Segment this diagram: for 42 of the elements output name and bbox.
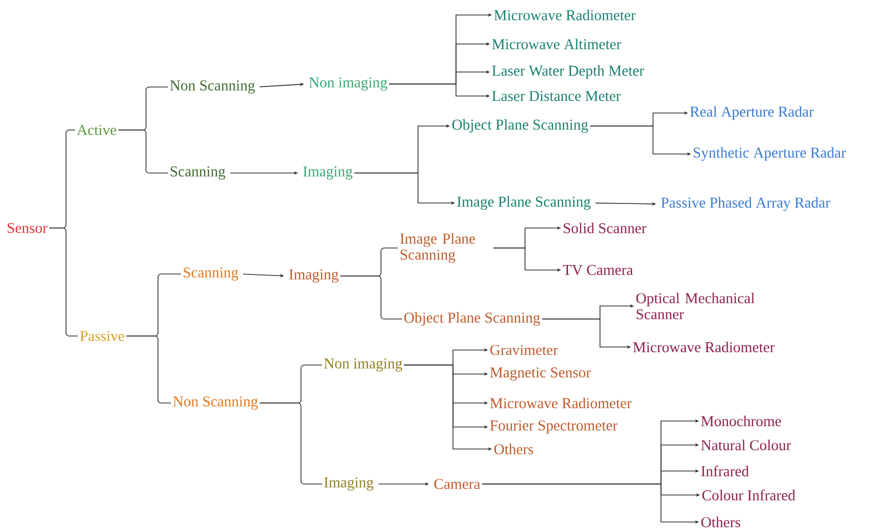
tree-label: Passive Phased Array Radar [661, 197, 830, 211]
tree-label: Object Plane Scanning [452, 119, 588, 133]
tree-label: Imaging [324, 477, 374, 491]
tree-label: Laser Distance Meter [492, 90, 621, 102]
tree-label: Object Plane Scanning [404, 312, 540, 326]
tree-label: Microwave Radiometer [633, 342, 775, 352]
tree-label: Imaging [289, 269, 338, 283]
tree-label: Synthetic Aperture Radar [694, 147, 846, 161]
tree-label: Camera [434, 478, 480, 490]
tree-label: Optical Mechanical Scanner [636, 292, 755, 320]
tree-label: Monochrome [701, 416, 781, 426]
tree-label: Microwave Altimeter [492, 38, 622, 50]
tree-label: Scanning [170, 166, 226, 180]
tree-label: TV Camera [562, 264, 633, 276]
tree-label: Passive [80, 330, 124, 342]
tree-label: Non imaging [309, 77, 388, 91]
tree-label: Infrared [701, 466, 749, 476]
bracket-line [126, 336, 172, 404]
bracket-line [340, 276, 402, 320]
tree-label: Others [494, 444, 534, 454]
tree-label: Laser Water Depth Meter [492, 65, 644, 79]
tree-label: Gravimeter [490, 344, 558, 356]
tree-label: Scanning [184, 267, 238, 281]
bracket-line [259, 402, 322, 484]
tree-label: Imaging [303, 166, 352, 180]
tree-label: Natural Colour [701, 440, 791, 450]
tree-label: Microwave Radiometer [490, 398, 632, 408]
tree-label: Fourier Spectrometer [490, 420, 618, 434]
tree-label: Image Plane Scanning [457, 196, 591, 210]
tree-label: Non Scanning [170, 80, 255, 94]
tree-label: Solid Scanner [564, 222, 646, 234]
tree-label: Image Plane Scanning [400, 233, 475, 263]
tree-label: Non Scanning [173, 396, 258, 410]
tree-label: Real Aperture Radar [690, 106, 814, 120]
tree-label: Others [701, 516, 740, 528]
bracket-line [118, 130, 168, 174]
tree-label: Colour Infrared [702, 490, 796, 500]
tree-label: Sensor [8, 222, 48, 234]
tree-label: Active [76, 124, 116, 136]
tree-label: Non imaging [324, 358, 402, 372]
tree-label: Magnetic Sensor [490, 367, 591, 381]
tree-label: Microwave Radiometer [494, 10, 636, 20]
